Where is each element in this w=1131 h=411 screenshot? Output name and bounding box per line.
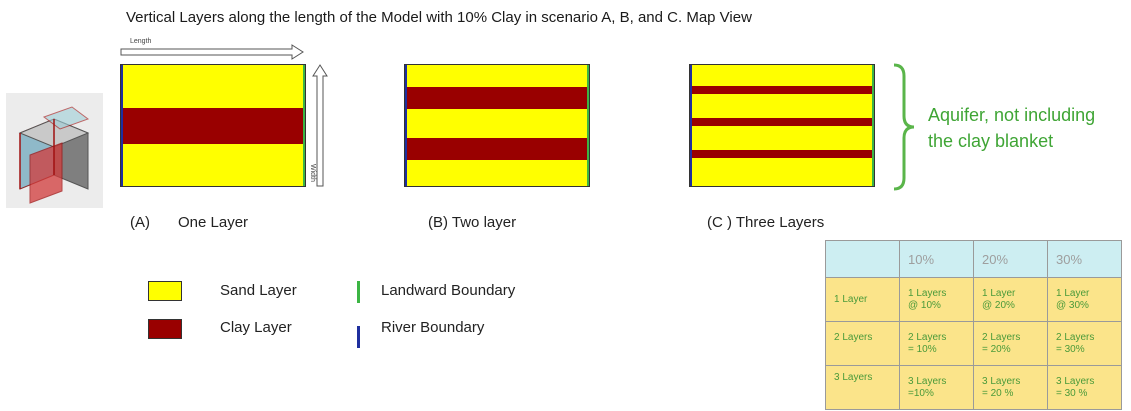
width-arrow-shape	[312, 64, 328, 187]
table-cell: 2 Layers= 10%	[899, 321, 974, 366]
table-cell: 2 Layers= 20%	[973, 321, 1048, 366]
river-legend-line	[357, 326, 360, 348]
aquifer-label: Aquifer, not including the clay blanket	[928, 102, 1095, 154]
length-arrow-shape	[120, 44, 304, 60]
table-cell: 3 Layers= 20 %	[973, 365, 1048, 410]
table-header-cell: 20%	[973, 240, 1048, 278]
river-boundary-line	[120, 64, 123, 187]
cell-line1: 1 Layers	[908, 287, 947, 299]
table-cell: 2 Layers= 30%	[1047, 321, 1122, 366]
panel-a-one-layer	[120, 64, 306, 187]
scenario-table: 10% 20% 30% 1 Layer 1 Layers@ 10% 1 Laye…	[825, 240, 1122, 410]
cell-line1: 2 Layers	[1056, 331, 1095, 343]
caption-b: (B) Two layer	[428, 214, 517, 231]
figure-title: Vertical Layers along the length of the …	[126, 9, 752, 26]
aquifer-bracket	[893, 63, 915, 191]
cell-line2: @ 10%	[908, 299, 941, 311]
table-cell: 1 Layers@ 10%	[899, 277, 974, 322]
row-label: 2 Layers	[825, 321, 900, 366]
sand-legend-swatch	[148, 281, 182, 301]
caption-a-letter: (A)	[130, 214, 150, 231]
clay-band	[689, 86, 875, 94]
river-boundary-line	[404, 64, 407, 187]
row-label: 3 Layers	[825, 365, 900, 410]
table-row: 3 Layers 3 Layers=10% 3 Layers= 20 % 3 L…	[825, 365, 1122, 410]
table-cell: 3 Layers= 30 %	[1047, 365, 1122, 410]
river-boundary-line	[689, 64, 692, 187]
length-arrow: Length	[120, 38, 305, 60]
table-cell: 1 Layer@ 20%	[973, 277, 1048, 322]
cell-line1: 3 Layers	[982, 375, 1021, 387]
cell-line2: = 20 %	[982, 387, 1014, 399]
cell-line1: 1 Layer	[1056, 287, 1090, 299]
clay-band	[404, 138, 590, 160]
cell-line2: @ 20%	[982, 299, 1015, 311]
table-cell: 1 Layer@ 30%	[1047, 277, 1122, 322]
river-legend-label: River Boundary	[381, 319, 485, 336]
clay-band	[404, 87, 590, 109]
cell-line1: 2 Layers	[908, 331, 947, 343]
panel-c-three-layers	[689, 64, 875, 187]
caption-a-text: One Layer	[178, 214, 249, 231]
width-label: Width	[309, 164, 316, 182]
cell-line1: 3 Layers	[908, 375, 947, 387]
clay-band	[689, 150, 875, 158]
length-label: Length	[130, 38, 152, 45]
cell-line2: = 30 %	[1056, 387, 1088, 399]
table-header-cell	[825, 240, 900, 278]
landward-boundary-line	[872, 64, 875, 187]
landward-boundary-line	[587, 64, 590, 187]
cell-line1: 1 Layer	[982, 287, 1016, 299]
row-label: 1 Layer	[825, 277, 900, 322]
aquifer-label-line1: Aquifer, not including	[928, 105, 1096, 125]
landward-boundary-line	[303, 64, 306, 187]
cube-illustration	[18, 106, 90, 204]
panel-border	[404, 64, 590, 187]
sand-legend-label: Sand Layer	[220, 282, 297, 299]
cell-line2: @ 30%	[1056, 299, 1089, 311]
clay-legend-label: Clay Layer	[220, 319, 292, 336]
cell-line1: 3 Layers	[1056, 375, 1095, 387]
clay-band	[689, 118, 875, 126]
table-cell: 3 Layers=10%	[899, 365, 974, 410]
width-arrow: Width	[309, 64, 330, 188]
table-header-cell: 30%	[1047, 240, 1122, 278]
cell-line2: = 20%	[982, 343, 1011, 355]
cell-line2: = 30%	[1056, 343, 1085, 355]
clay-legend-swatch	[148, 319, 182, 339]
table-row: 2 Layers 2 Layers= 10% 2 Layers= 20% 2 L…	[825, 321, 1122, 366]
cell-line2: =10%	[908, 387, 934, 399]
table-row: 1 Layer 1 Layers@ 10% 1 Layer@ 20% 1 Lay…	[825, 277, 1122, 322]
cell-line1: 2 Layers	[982, 331, 1021, 343]
landward-legend-line	[357, 281, 360, 303]
table-header-row: 10% 20% 30%	[825, 240, 1122, 278]
model-cube-thumbnail	[6, 93, 103, 208]
aquifer-label-line2: the clay blanket	[928, 131, 1054, 151]
cell-line2: = 10%	[908, 343, 937, 355]
panel-b-two-layer	[404, 64, 590, 187]
caption-c: (C ) Three Layers	[707, 214, 825, 231]
table-header-cell: 10%	[899, 240, 974, 278]
landward-legend-label: Landward Boundary	[381, 282, 516, 299]
clay-band	[120, 108, 306, 144]
